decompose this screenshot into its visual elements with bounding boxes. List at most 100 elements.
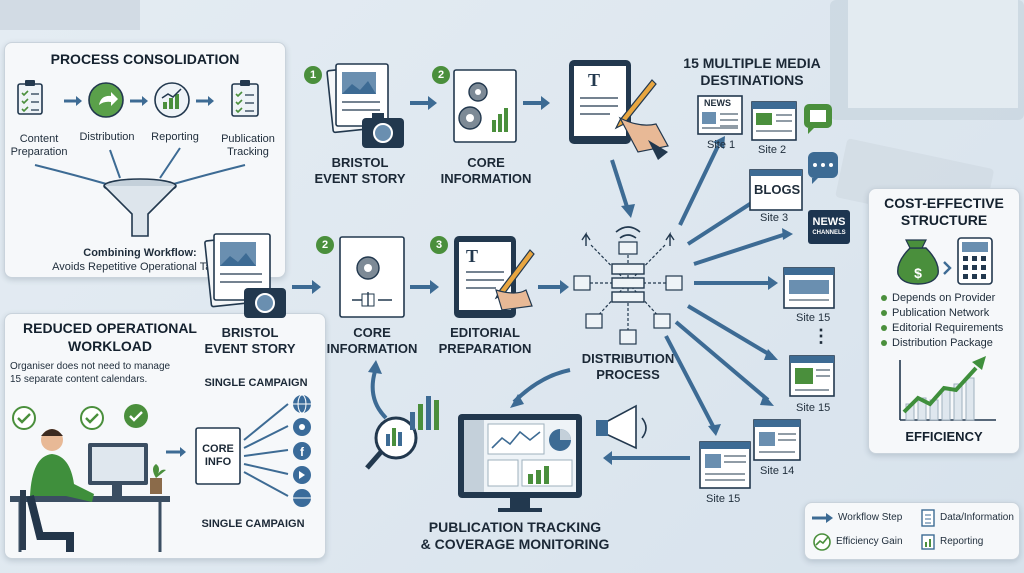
video-icon [293,466,311,484]
check-icon [12,406,36,430]
newspaper-icon [697,95,743,135]
site-2-label: Site 2 [758,144,787,156]
step-badge-2-mid: 2 [316,236,334,254]
distribution-line1: DISTRIBUTION [581,351,675,366]
check-icon [124,404,148,428]
calculator-icon [957,237,993,285]
core-info-line1: CORE [202,443,234,455]
step-badge-3-mid: 3 [430,236,448,254]
camera-icon [362,113,404,148]
document-icon [921,509,935,527]
mid-step3-line2: PREPARATION [438,341,532,356]
top-step2-line1: CORE [467,155,505,170]
browser-window-icon [699,441,751,489]
mid-step3-line1: EDITORIAL [450,325,520,340]
cost-effective-panel [868,188,1020,454]
news-channels-line2: CHANNELS [812,230,846,236]
cost-title-line1: COST-EFFECTIVE [884,195,1004,211]
step-publication-tracking: Publication Tracking [221,133,275,158]
cost-bullet-2: Publication Network [892,307,990,319]
svg-text:$: $ [914,265,922,281]
media-title-line2: DESTINATIONS [700,72,804,88]
svg-text:T: T [588,70,600,90]
core-info-document-icon [195,427,241,485]
site-3-label: Site 3 [760,212,789,224]
step-content-preparation: Content Preparation [10,133,68,158]
efficiency-chart-icon [899,356,996,421]
legend-workflow-step: Workflow Step [838,512,903,523]
browser-window-icon [789,355,835,397]
blogs-label: BLOGS [754,182,801,197]
cost-bullet-3: Editorial Requirements [892,322,1004,334]
arrow-icon [812,513,833,523]
reduced-title-line1: REDUCED OPERATIONAL [23,320,197,336]
distribution-icon [88,82,124,118]
blog-window-icon [749,169,803,211]
mid-step2-line1: CORE [353,325,391,340]
media-title-line1: 15 MULTIPLE MEDIA [683,55,821,71]
reporting-icon [921,534,935,550]
distribution-line2: PROCESS [596,367,660,382]
clipboard-icon [17,80,43,115]
step-badge-1: 1 [304,66,322,84]
reduced-title-line2: WORKLOAD [68,338,152,354]
svg-text:T: T [466,246,478,266]
person-at-desk-illustration [10,429,170,552]
core-info-line2: INFO [204,456,232,468]
svg-text:f: f [300,445,305,459]
megaphone-icon [596,404,647,450]
site-15-middle-label: Site 15 [796,402,831,414]
browser-window-icon [783,267,835,309]
cost-title-line2: STRUCTURE [900,212,988,228]
legend-panel [804,502,1020,560]
top-step1-line2: EVENT STORY [314,171,406,186]
facebook-icon: f [293,442,311,460]
ellipsis-dots: ⋮ [812,326,830,346]
globe-icon [293,489,311,507]
site-15-top-label: Site 15 [796,312,831,324]
combining-workflow-title: Combining Workflow: [83,247,197,259]
reporting-icon [154,82,190,118]
gear-document-icon [339,236,405,318]
tablet-editor-icon: T [569,60,669,160]
top-step1-line1: BRISTOL [331,155,389,170]
combining-workflow-text: Avoids Repetitive Operational Tasks [52,261,228,273]
distribution-server-hub-icon [573,226,683,345]
single-campaign-top: SINGLE CAMPAIGN [204,377,308,389]
step-reporting: Reporting [151,131,199,143]
tracking-title-line2: & COVERAGE MONITORING [420,536,610,552]
cost-bullet-4: Distribution Package [892,337,993,349]
tracking-clipboard-icon [231,80,259,117]
magnifier-chart-icon [365,396,439,470]
consolidation-title: PROCESS CONSOLIDATION [50,51,240,67]
legend-efficiency-gain: Efficiency Gain [836,536,903,547]
cost-bullet-1: Depends on Provider [892,292,996,304]
site-14-label: Site 14 [760,465,795,477]
top-step2-line2: INFORMATION [440,171,532,186]
gear-document-icon [453,69,517,143]
growth-icon [813,533,831,551]
step-distribution: Distribution [79,131,135,143]
news-label: NEWS [704,98,731,108]
chat-icon [804,104,832,134]
browser-window-icon [753,419,801,461]
legend-data-information: Data/Information [940,512,1014,523]
reduced-note-line1: Organiser does not need to manage [10,361,171,372]
dashboard-monitor-icon [458,414,582,512]
site-1-label: Site 1 [707,139,736,151]
social-icon [293,418,311,436]
news-channels-line1: NEWS [812,216,846,228]
speech-bubble-icon [808,152,838,184]
efficiency-label: EFFICIENCY [905,429,983,444]
tablet-editor-icon: T [454,236,535,318]
mid-step2-line2: INFORMATION [326,341,418,356]
single-campaign-bottom: SINGLE CAMPAIGN [201,518,305,530]
mid-step1-line1: BRISTOL [221,325,279,340]
site-15-bottom-label: Site 15 [706,493,741,505]
check-icon [80,406,104,430]
